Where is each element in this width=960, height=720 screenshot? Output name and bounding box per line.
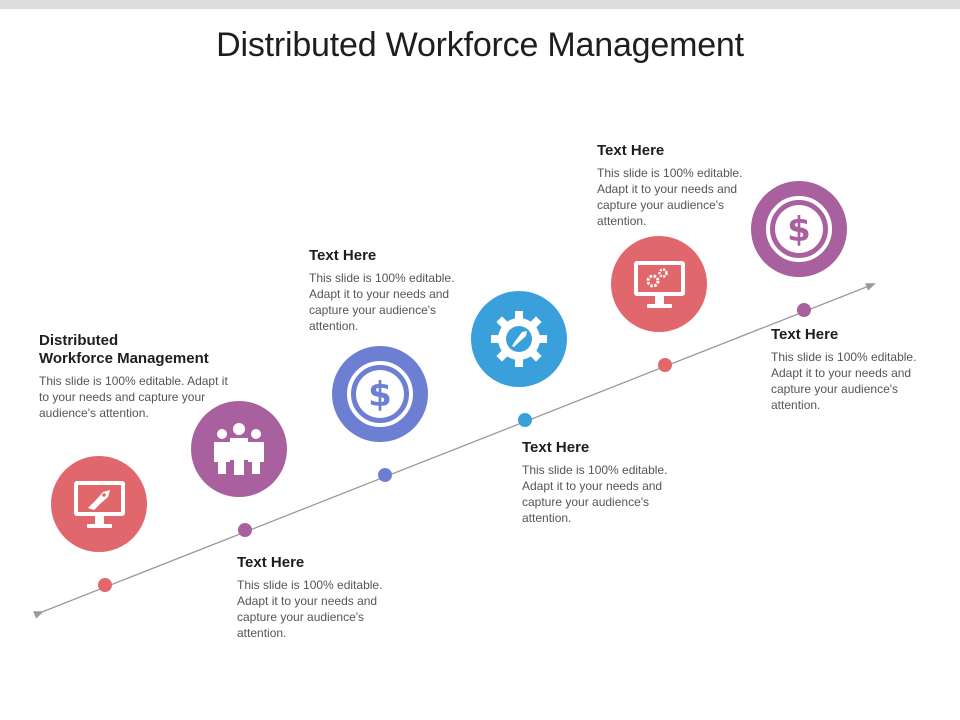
timeline-dot: [797, 303, 811, 317]
team-icon: [214, 423, 264, 475]
step-2-text: Text Here This slide is 100% editable. A…: [237, 554, 387, 641]
dollar-coin-icon: $: [766, 196, 832, 262]
step-6-heading: Text Here: [771, 326, 839, 343]
step-2-body: This slide is 100% editable. Adapt it to…: [237, 578, 383, 640]
monitor-rocket-icon: [74, 481, 125, 528]
step-6-body: This slide is 100% editable. Adapt it to…: [771, 350, 917, 412]
step-1-circle: [51, 456, 147, 552]
step-3-circle: $: [332, 346, 428, 442]
step-4-text: Text Here This slide is 100% editable. A…: [522, 439, 672, 526]
step-4-circle: [471, 291, 567, 387]
top-bar: [0, 0, 960, 9]
step-5-heading: Text Here: [597, 142, 665, 159]
timeline-dot: [518, 413, 532, 427]
step-3-body: This slide is 100% editable. Adapt it to…: [309, 271, 455, 333]
step-1-body: This slide is 100% editable. Adapt it to…: [39, 374, 228, 420]
timeline-dot: [378, 468, 392, 482]
step-3-heading: Text Here: [309, 247, 377, 264]
step-3-text: Text Here This slide is 100% editable. A…: [309, 247, 459, 334]
step-1-text: Distributed Workforce Management This sl…: [39, 332, 229, 421]
timeline-dot: [658, 358, 672, 372]
gear-rocket-icon: [491, 311, 547, 367]
step-2-heading: Text Here: [237, 554, 305, 571]
svg-text:$: $: [368, 375, 392, 415]
svg-text:$: $: [787, 210, 811, 250]
step-2-circle: [191, 401, 287, 497]
dollar-coin-icon: $: [347, 361, 413, 427]
step-6-circle: $: [751, 181, 847, 277]
step-4-body: This slide is 100% editable. Adapt it to…: [522, 463, 668, 525]
timeline-dot: [238, 523, 252, 537]
step-6-text: Text Here This slide is 100% editable. A…: [771, 326, 921, 413]
step-5-text: Text Here This slide is 100% editable. A…: [597, 142, 747, 229]
slide-title: Distributed Workforce Management: [216, 26, 744, 64]
step-5-circle: [611, 236, 707, 332]
step-5-body: This slide is 100% editable. Adapt it to…: [597, 166, 743, 228]
step-1-heading: Distributed Workforce Management: [39, 332, 209, 367]
timeline-arrow: [33, 283, 876, 619]
monitor-gears-icon: [634, 261, 685, 308]
timeline-dot: [98, 578, 112, 592]
step-4-heading: Text Here: [522, 439, 590, 456]
